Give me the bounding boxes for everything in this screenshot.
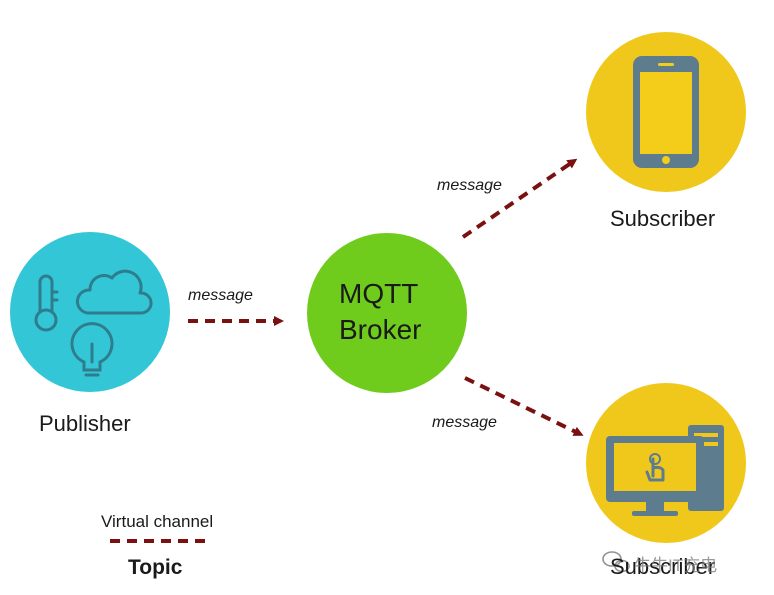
- broker-label-line1: MQTT: [339, 278, 419, 309]
- lightbulb-icon: [70, 322, 114, 377]
- broker-label-line2: Broker: [339, 314, 422, 345]
- broker-label: MQTT Broker: [339, 276, 421, 348]
- broker-circle: [307, 233, 467, 393]
- cloud-icon: [75, 269, 153, 315]
- legend-topic: Topic: [128, 556, 183, 579]
- subscriber-bottom-label: Subscriber: [610, 554, 716, 579]
- message-label-broker-top: message: [437, 177, 502, 194]
- thermometer-icon: [34, 274, 59, 332]
- arrow-broker-to-bottom-subscriber: [464, 376, 584, 436]
- arrow-broker-to-top-subscriber: [461, 158, 578, 239]
- message-label-publisher-broker: message: [188, 287, 253, 304]
- legend-title: Virtual channel: [101, 512, 214, 531]
- wechat-icon: [602, 551, 630, 573]
- watermark-text: 牛牛IT充电: [634, 556, 718, 575]
- desktop-computer-icon: [606, 425, 724, 516]
- publisher-label: Publisher: [39, 411, 131, 436]
- smartphone-icon: [633, 56, 699, 168]
- message-label-broker-bottom: message: [432, 414, 497, 431]
- subscriber-top-label: Subscriber: [610, 206, 716, 231]
